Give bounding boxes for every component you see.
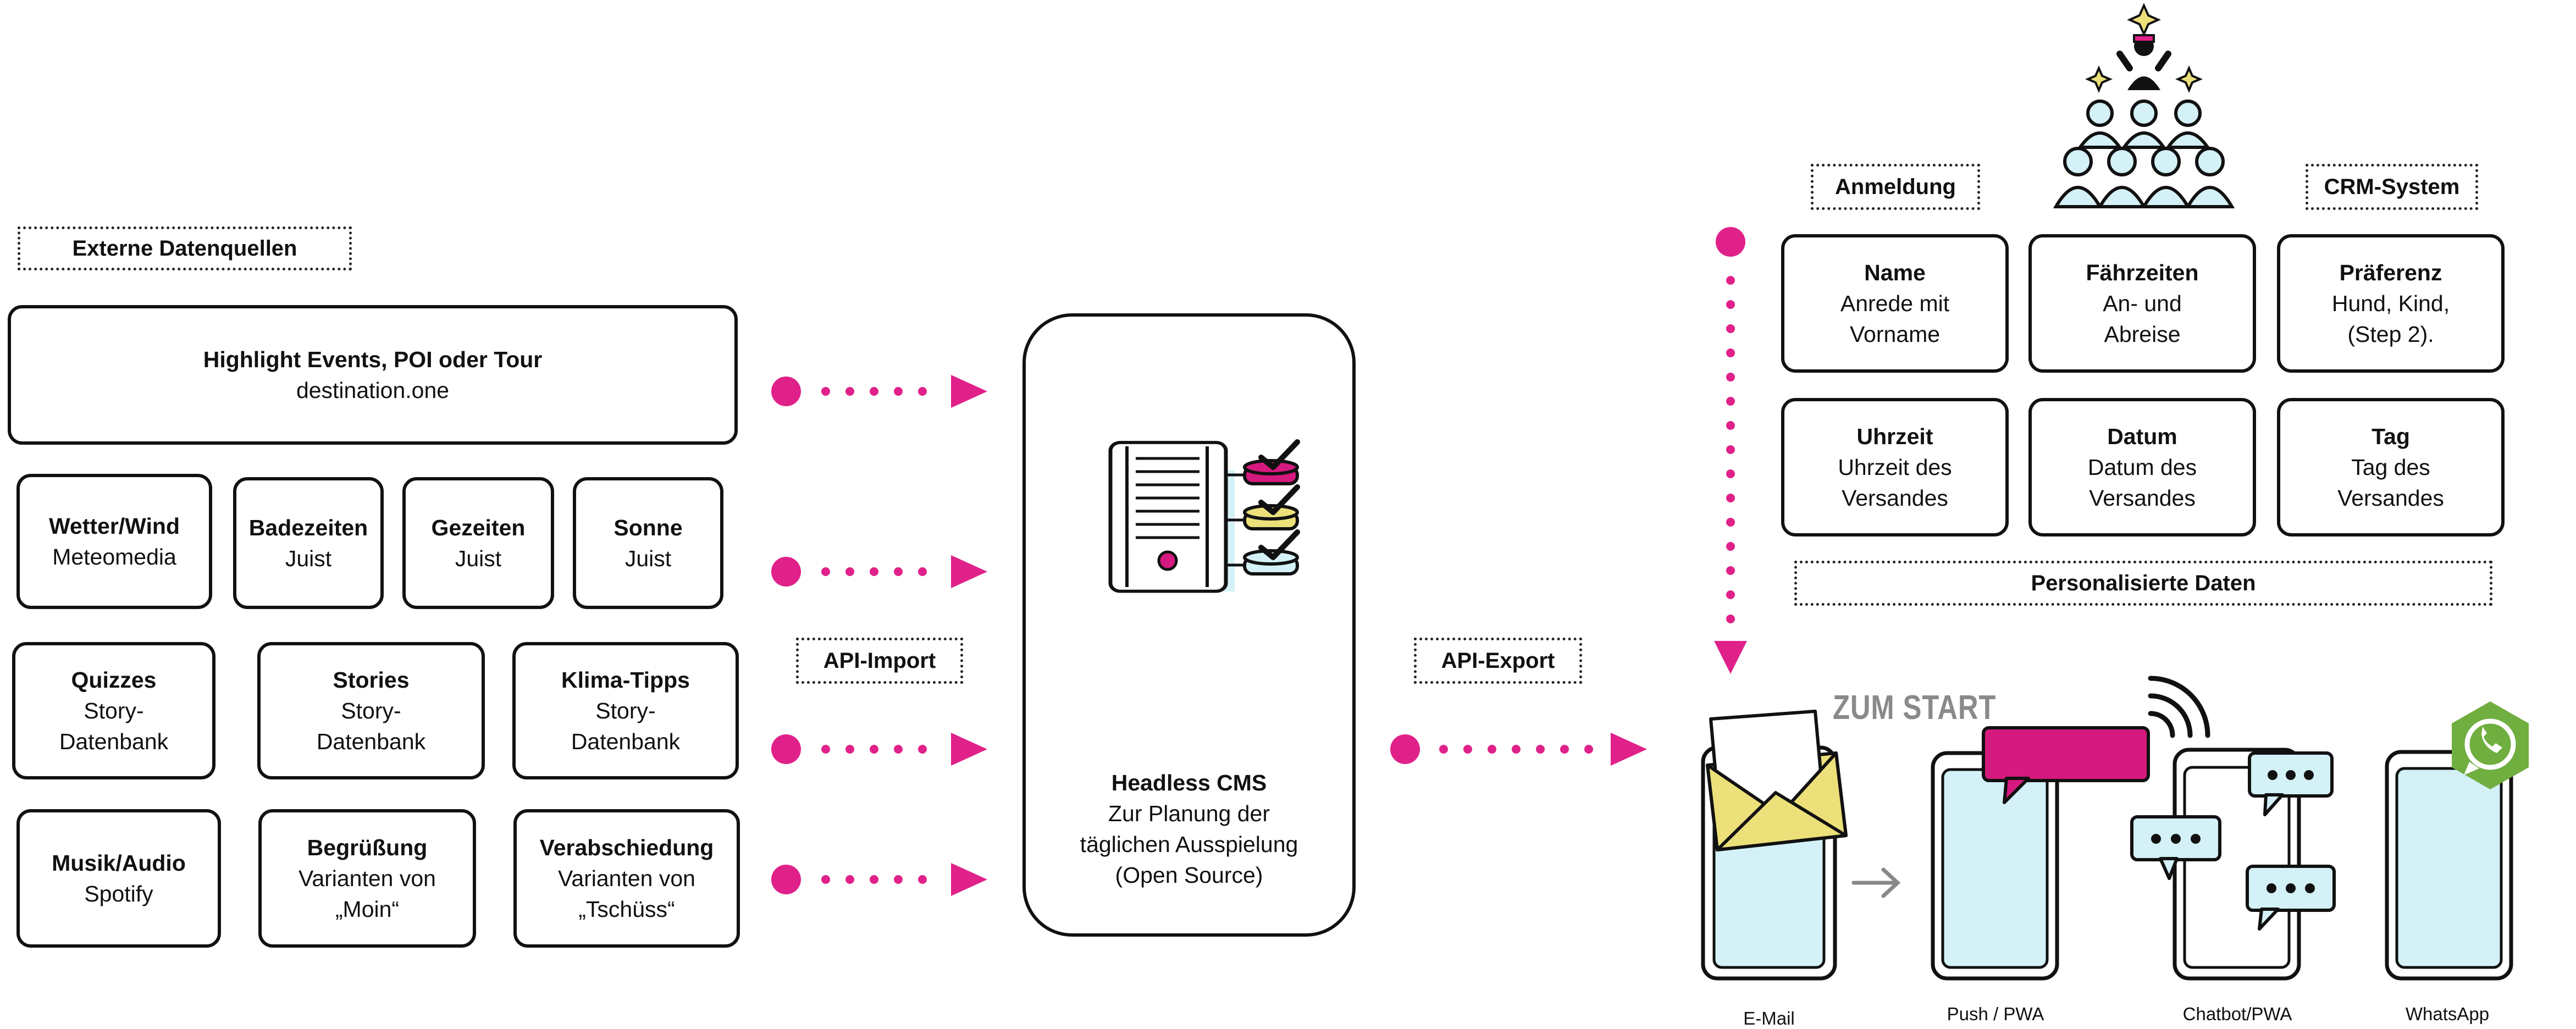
source-sub: Juist (455, 546, 502, 571)
field-ferry: Fährzeiten An- und Abreise (2028, 234, 2256, 373)
source-title: Wetter/Wind (48, 513, 180, 539)
cms-line1: Zur Planung der (1108, 801, 1270, 826)
field-title: Uhrzeit (1856, 424, 1933, 449)
field-title: Name (1864, 260, 1926, 285)
whatsapp-icon (2452, 701, 2529, 789)
source-title: Highlight Events, POI oder Tour (203, 347, 543, 372)
source-weather: Wetter/Wind Meteomedia (16, 474, 212, 609)
crowd-icon (2053, 3, 2235, 208)
field-day: Tag Tag des Versandes (2277, 398, 2505, 536)
source-climate-tips: Klima-Tipps Story- Datenbank (512, 642, 739, 779)
source-sub: Spotify (84, 881, 153, 906)
source-sub: Juist (624, 546, 672, 571)
source-sub: Story- Datenbank (59, 698, 169, 754)
tag-personalized: Personalisierte Daten (1794, 561, 2492, 606)
wifi-icon (2148, 676, 2210, 738)
tag-crm: CRM-System (2306, 164, 2478, 210)
field-time: Uhrzeit Uhrzeit des Versandes (1781, 398, 2009, 536)
import-arrow-3 (771, 733, 987, 766)
field-title: Datum (2107, 424, 2177, 449)
field-sub: Tag des Versandes (2337, 455, 2444, 511)
source-greeting: Begrüßung Varianten von „Moin“ (258, 809, 476, 948)
cms-line3: (Open Source) (1115, 862, 1263, 888)
phone-icon (1931, 751, 2059, 981)
channels-illustration (1701, 676, 2529, 981)
source-sub: Meteomedia (52, 544, 176, 569)
tag-api-export: API-Export (1414, 638, 1582, 684)
source-title: Badezeiten (248, 515, 368, 540)
source-tides: Gezeiten Juist (402, 477, 554, 609)
source-sub: Varianten von „Tschüss“ (558, 866, 695, 922)
envelope-icon (1706, 710, 1848, 851)
source-music: Musik/Audio Spotify (16, 809, 221, 948)
import-arrow-1 (771, 375, 987, 408)
source-highlight: Highlight Events, POI oder Tour destinat… (8, 305, 738, 445)
source-quizzes: Quizzes Story- Datenbank (12, 642, 215, 779)
cms-title: Headless CMS (1111, 770, 1267, 795)
source-farewell: Verabschiedung Varianten von „Tschüss“ (513, 809, 740, 948)
source-sub: Varianten von „Moin“ (298, 866, 436, 922)
personalization-arrow (1714, 227, 1747, 674)
field-title: Tag (2372, 424, 2410, 449)
field-title: Fährzeiten (2086, 260, 2199, 285)
tag-api-export-label: API-Export (1441, 648, 1555, 673)
import-arrow-2 (771, 555, 987, 588)
headless-cms-box: Headless CMS Zur Planung der täglichen A… (1022, 313, 1356, 937)
source-sub: Juist (285, 546, 332, 571)
export-arrow (1390, 733, 1647, 766)
field-title: Präferenz (2339, 260, 2442, 285)
source-sub: Story- Datenbank (571, 698, 681, 754)
source-sub: Story- Datenbank (316, 698, 426, 754)
tag-anmeldung-label: Anmeldung (1835, 174, 1956, 199)
field-sub: Uhrzeit des Versandes (1838, 455, 1952, 511)
field-preference: Präferenz Hund, Kind, (Step 2). (2277, 234, 2505, 373)
source-title: Verabschiedung (539, 835, 714, 860)
source-sub: destination.one (296, 378, 450, 403)
source-title: Quizzes (71, 667, 157, 693)
source-sun: Sonne Juist (573, 477, 723, 609)
tag-anmeldung: Anmeldung (1811, 164, 1980, 210)
field-date: Datum Datum des Versandes (2028, 398, 2256, 536)
channel-label-email: E-Mail (1743, 1008, 1795, 1028)
server-icon (1108, 439, 1300, 593)
source-title: Begrüßung (307, 835, 428, 860)
field-name: Name Anrede mit Vorname (1781, 234, 2009, 373)
source-title: Musik/Audio (52, 850, 186, 876)
channel-label-whatsapp: WhatsApp (2405, 1004, 2490, 1024)
source-title: Gezeiten (431, 515, 526, 540)
cms-text: Headless CMS Zur Planung der täglichen A… (1026, 767, 1352, 890)
channel-label-chatbot: Chatbot/PWA (2182, 1004, 2292, 1024)
field-sub: Hund, Kind, (Step 2). (2331, 291, 2450, 347)
tag-external-sources-label: Externe Datenquellen (72, 236, 297, 261)
channel-label-push: Push / PWA (1947, 1004, 2044, 1024)
source-title: Sonne (613, 515, 683, 540)
arrow-right-icon (1851, 867, 1901, 898)
field-sub: An- und Abreise (2103, 291, 2182, 347)
field-sub: Anrede mit Vorname (1840, 291, 1950, 347)
field-sub: Datum des Versandes (2087, 455, 2197, 511)
source-title: Klima-Tipps (561, 667, 690, 693)
tag-api-import-label: API-Import (823, 648, 936, 673)
tag-external-sources: Externe Datenquellen (18, 226, 352, 270)
tag-crm-label: CRM-System (2324, 174, 2460, 199)
source-title: Stories (333, 667, 410, 693)
phone-icon (2385, 750, 2513, 981)
push-notification-icon (1982, 726, 2150, 804)
cms-line2: täglichen Ausspielung (1080, 832, 1298, 857)
tag-api-import: API-Import (796, 638, 963, 684)
source-bathing: Badezeiten Juist (233, 477, 384, 609)
import-arrow-4 (771, 863, 987, 896)
tag-personalized-label: Personalisierte Daten (2031, 571, 2256, 595)
zum-start-label: ZUM START (1833, 689, 1997, 727)
source-stories: Stories Story- Datenbank (257, 642, 485, 779)
